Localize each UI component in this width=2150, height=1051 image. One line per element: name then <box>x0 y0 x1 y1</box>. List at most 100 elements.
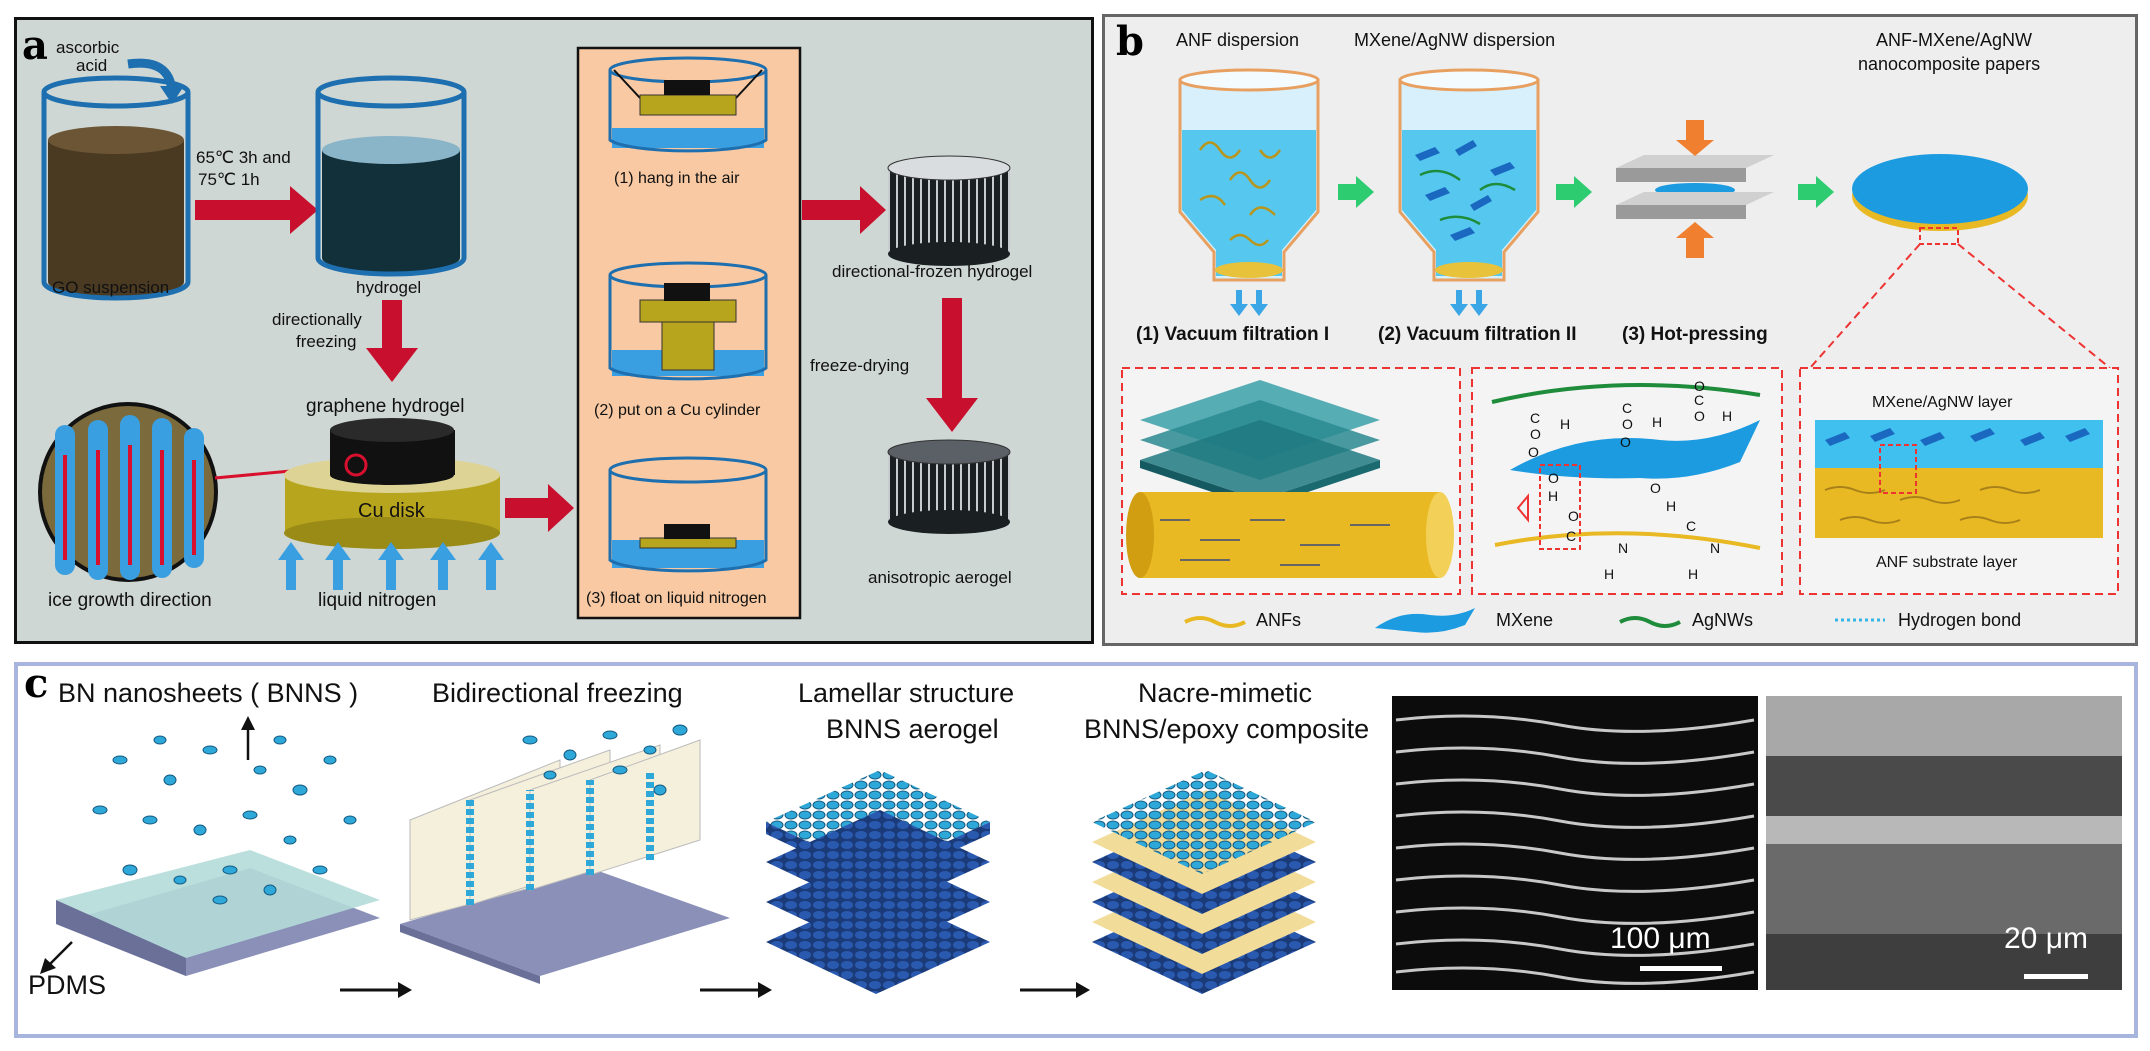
atom-label: O <box>1622 416 1633 432</box>
title-lamellar-1: Lamellar structure <box>798 678 1015 708</box>
atom-label: H <box>1666 498 1677 514</box>
legend-agnw-label: AgNWs <box>1692 610 1754 630</box>
title-bidirectional-freezing: Bidirectional freezing <box>432 678 683 708</box>
option-3-label: (3) float on liquid nitrogen <box>586 590 767 607</box>
atom-label: O <box>1694 378 1705 394</box>
arrow-step-2 <box>1556 176 1592 208</box>
atom-label: H <box>1548 488 1559 504</box>
panel-b-letter: b <box>1116 18 1144 65</box>
panel-c-letter: c <box>24 660 49 707</box>
atom-label: C <box>1686 518 1697 534</box>
legend-anf-icon <box>1184 616 1246 628</box>
pdms-substrate <box>56 850 380 976</box>
atom-label: H <box>1560 416 1571 432</box>
layer-bottom-label: ANF substrate layer <box>1876 554 2018 571</box>
ice-growth-circle <box>38 402 218 582</box>
hot-press <box>1616 120 1774 258</box>
title-lamellar-2: BNNS aerogel <box>826 714 999 744</box>
atom-label: C <box>1622 400 1633 416</box>
condition-label-2: 75℃ 1h <box>198 170 260 189</box>
agnw-top <box>1491 383 1761 404</box>
lamellar-aerogel <box>766 770 990 994</box>
product-label-2: nanocomposite papers <box>1858 54 2041 74</box>
freeze-drying-label: freeze-drying <box>810 356 910 375</box>
title-nacre-2: BNNS/epoxy composite <box>1084 714 1370 744</box>
layer-top-label: MXene/AgNW layer <box>1872 394 2013 411</box>
atom-label: H <box>1688 566 1699 582</box>
legend-mxene-icon <box>1375 608 1475 633</box>
atom-label: N <box>1618 540 1629 556</box>
ascorbic-label-2: acid <box>76 56 108 75</box>
arrow-step-3 <box>1798 176 1834 208</box>
aerogel-cylinder <box>887 439 1011 534</box>
freezing-platelets <box>522 724 688 796</box>
frozen-hydrogel-label: directional-frozen hydrogel <box>832 262 1033 281</box>
anf-cylinder <box>1126 492 1454 578</box>
atom-label: O <box>1620 434 1631 450</box>
arrow-freeze-drying <box>926 298 978 432</box>
atom-label: H <box>1604 566 1615 582</box>
panel-a-letter: a <box>22 22 48 69</box>
liquid-nitrogen-arrows <box>278 542 504 590</box>
graphene-hydrogel-label: graphene hydrogel <box>306 396 465 417</box>
title-bn-nanosheets: BN nanosheets ( BNNS ) <box>58 678 359 708</box>
atom-label: H <box>1652 414 1663 430</box>
anf-layer-band <box>1815 468 2103 538</box>
option-2-label: (2) put on a Cu cylinder <box>594 402 761 419</box>
arrow-to-inset <box>505 484 574 532</box>
atom-label: C <box>1566 528 1577 544</box>
arrow-to-frozen <box>802 186 886 234</box>
liquid-nitrogen-label: liquid nitrogen <box>318 590 437 611</box>
drain-arrows-2 <box>1450 290 1488 316</box>
atom-label: O <box>1528 444 1539 460</box>
ascorbic-label-1: ascorbic <box>56 38 120 57</box>
hydrogel-beaker <box>315 75 467 277</box>
go-suspension-beaker <box>41 75 191 301</box>
step-1-label: (1) Vacuum filtration I <box>1136 324 1330 345</box>
sem-image-2 <box>1766 696 2122 990</box>
atom-label: H <box>1722 408 1733 424</box>
drain-arrows-1 <box>1230 290 1268 316</box>
legend-hbond-label: Hydrogen bond <box>1898 610 2022 630</box>
structure-box-2 <box>1471 367 1783 595</box>
funnel-anf <box>1178 68 1320 282</box>
frozen-hydrogel-cylinder <box>887 155 1011 266</box>
arrow-go-to-hydrogel <box>195 186 318 234</box>
directional-freezing-label-1: directionally <box>272 310 362 329</box>
freezing-substrate <box>400 739 730 984</box>
legend-agnw-icon <box>1619 616 1681 628</box>
cu-disk <box>284 418 500 549</box>
directional-freezing-label-2: freezing <box>296 332 357 351</box>
mxene-layer-band <box>1815 420 2103 468</box>
option-1-label: (1) hang in the air <box>614 170 740 187</box>
anf-dispersion-label: ANF dispersion <box>1176 30 1300 50</box>
scale-bar-1-label: 100 μm <box>1610 922 1711 955</box>
atom-label: C <box>1530 410 1541 426</box>
go-suspension-label: GO suspension <box>52 278 170 297</box>
mxene-dispersion-label: MXene/AgNW dispersion <box>1354 30 1556 50</box>
product-disk <box>1852 154 2028 245</box>
atom-label: O <box>1568 508 1579 524</box>
product-label-1: ANF-MXene/AgNW <box>1876 30 2033 50</box>
aerogel-label: anisotropic aerogel <box>868 568 1012 587</box>
atom-label: C <box>1694 392 1705 408</box>
atom-label: N <box>1710 540 1721 556</box>
scale-bar-2-label: 20 μm <box>2004 922 2088 955</box>
beaker-hang <box>608 56 768 153</box>
nacre-composite <box>1092 770 1316 994</box>
step-2-label: (2) Vacuum filtration II <box>1378 324 1577 345</box>
legend-mxene-label: MXene <box>1496 610 1554 630</box>
arrow-directional-freezing <box>366 300 418 382</box>
ice-growth-label: ice growth direction <box>48 590 212 611</box>
molecular-lattice <box>1140 380 1380 508</box>
atom-label: O <box>1650 480 1661 496</box>
arrow-step-1 <box>1338 176 1374 208</box>
atom-label: O <box>1530 426 1541 442</box>
beaker-float <box>608 456 768 573</box>
funnel-mxene <box>1398 68 1540 282</box>
legend-anf-label: ANFs <box>1256 610 1301 630</box>
atom-label: O <box>1548 470 1559 486</box>
